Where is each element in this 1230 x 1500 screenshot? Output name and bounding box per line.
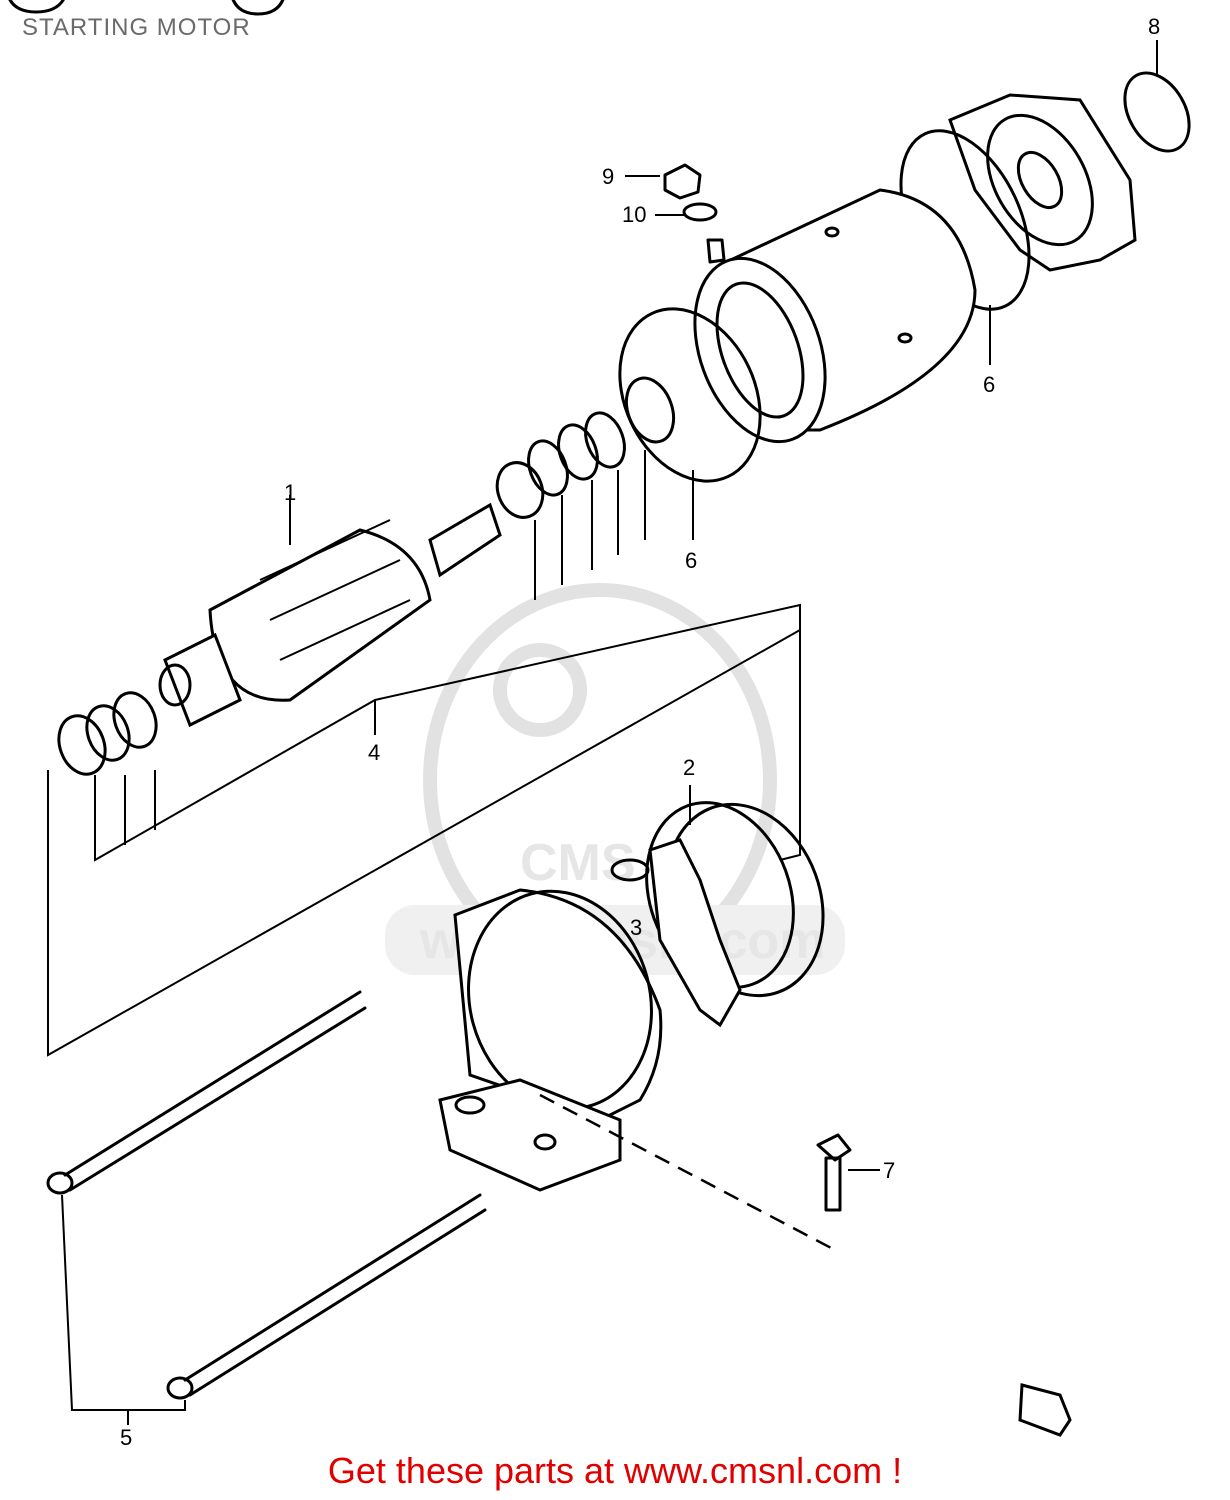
motor-housing [693,188,977,444]
callout-6-lower: 6 [685,548,697,573]
front-washers [57,691,158,776]
brush-holder [610,838,742,1028]
end-cover [899,93,1137,311]
callout-3: 3 [630,915,642,940]
thrust-washers [495,376,676,600]
callout-10: 10 [622,202,646,227]
diagram-title: STARTING MOTOR [22,14,251,41]
through-bolts [46,990,487,1425]
washer-10 [655,202,718,222]
fwd-badge: FWD [1018,1383,1072,1437]
armature [158,495,502,728]
callout-7: 7 [883,1158,895,1183]
o-ring-8 [1123,71,1191,153]
callout-4: 4 [368,740,380,765]
callout-8: 8 [1148,14,1160,39]
nut-9 [625,163,702,200]
callout-9: 9 [602,164,614,189]
callout-5: 5 [120,1425,132,1450]
callout-6-upper: 6 [983,372,995,397]
callout-1: 1 [284,480,296,505]
screw-7 [816,1133,880,1212]
footer-link[interactable]: Get these parts at www.cmsnl.com ! [327,1450,903,1491]
header-logo-fragment [8,0,285,16]
callout-2: 2 [683,755,695,780]
front-cover [438,888,663,1192]
